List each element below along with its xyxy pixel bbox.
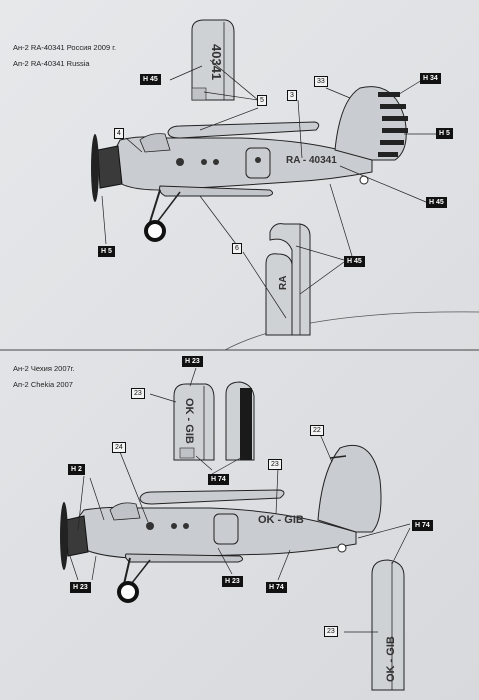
tag-24: 24: [112, 442, 126, 453]
tail-registration-text-section2: OK - GIB: [385, 636, 397, 682]
tag-h34: H 34: [420, 73, 441, 84]
aircraft-side-view-2: [60, 444, 382, 603]
tag-23-b: 23: [268, 459, 282, 470]
tag-3: 3: [287, 90, 297, 101]
fold-line: [224, 311, 479, 351]
fuselage-registration-section2: OK - GIB: [258, 514, 304, 526]
tag-6: 6: [232, 243, 242, 254]
tag-h23-bottom: H 23: [222, 576, 243, 587]
tag-h23-top: H 23: [182, 356, 203, 367]
wing-detail-section2-top: [173, 381, 255, 461]
caption-ru-section2: Ан-2 Чехия 2007г.: [13, 364, 75, 373]
tag-h23-left: H 23: [70, 582, 91, 593]
tag-h2: H 2: [68, 464, 85, 475]
tag-33: 33: [314, 76, 328, 87]
wing-small-registration-text: RA: [278, 276, 289, 290]
tag-4: 4: [114, 128, 124, 139]
aircraft-side-view-1: [91, 86, 408, 242]
tag-5: 5: [257, 95, 267, 106]
fuselage-registration-section1: RA - 40341: [286, 155, 337, 166]
fin-registration-text: 40341: [209, 44, 224, 80]
caption-en-section2: Ап-2 Chekia 2007: [13, 380, 73, 389]
leader-lines-section1: [101, 59, 436, 319]
tag-h74-bottom: H 74: [266, 582, 287, 593]
tag-h74-right: H 74: [412, 520, 433, 531]
tag-h45-right: H 45: [426, 197, 447, 208]
caption-ru-section1: Ан-2 RA-40341 Россия 2009 г.: [13, 43, 117, 52]
tag-h5-left: H 5: [98, 246, 115, 257]
tag-h45-bottom: H 45: [344, 256, 365, 267]
leader-lines-section2: [69, 367, 411, 633]
tag-22: 22: [310, 425, 324, 436]
tag-23-a: 23: [131, 388, 145, 399]
wing-detail-section1: [265, 223, 311, 336]
caption-en-section1: Ап-2 RA-40341 Russia: [13, 59, 90, 68]
tag-h5-right: H 5: [436, 128, 453, 139]
tag-23-c: 23: [324, 626, 338, 637]
tag-h74-a: H 74: [208, 474, 229, 485]
tag-h45-top: H 45: [140, 74, 161, 85]
fin-detail-top: [191, 19, 235, 101]
tail-detail-section2: [371, 559, 405, 691]
wing-registration-text-section2: OK - GIB: [183, 398, 195, 444]
